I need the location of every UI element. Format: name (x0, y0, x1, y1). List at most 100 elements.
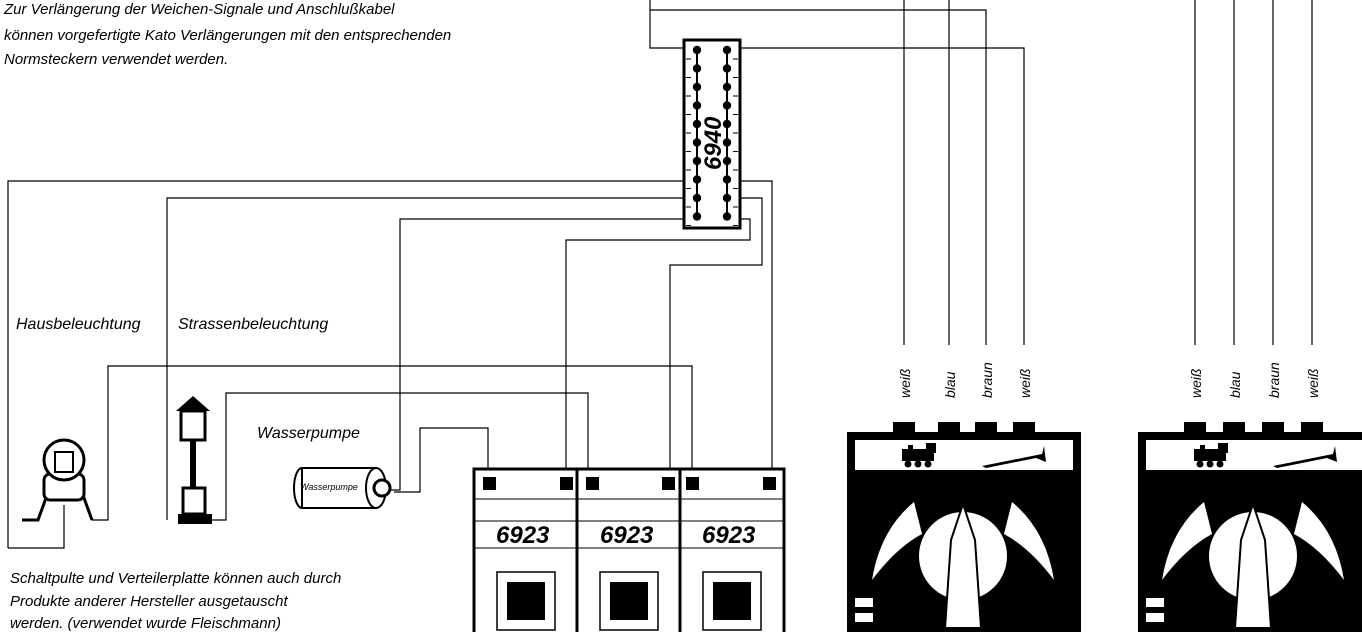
distributor-terminal (722, 138, 732, 147)
street-lamp-pole (190, 440, 196, 488)
house-lamp-window (54, 451, 74, 473)
label-water-pump: Wasserpumpe (257, 425, 360, 442)
panel-2-terminal-left (586, 477, 599, 490)
distributor-terminal (692, 45, 702, 55)
controller-1-indicator-2 (855, 613, 873, 622)
switch-panel-group: 6923 6923 6923 (472, 467, 786, 632)
distributor-terminal (692, 138, 702, 147)
turnout-icon (1273, 446, 1337, 468)
controller-2-wire-label-4: weiß (1305, 368, 1321, 398)
house-lamp (22, 438, 94, 522)
street-lamp (176, 396, 212, 524)
distributor-terminal (722, 101, 732, 110)
distributor-terminal (722, 64, 732, 73)
controller-2-wire-label-3: braun (1266, 362, 1282, 398)
controller-1-terminal-1 (893, 422, 915, 432)
note-top-line-1: Zur Verlängerung der Weichen-Signale und… (3, 1, 395, 18)
note-bottom-line-3: werden. (verwendet wurde Fleischmann) (10, 615, 281, 632)
wire-pump (394, 427, 489, 493)
distributor-terminal (722, 45, 732, 55)
controller-2-indicator-1 (1146, 598, 1164, 607)
controller-1-terminal-2 (938, 422, 960, 432)
wire-top-right (740, 47, 1025, 345)
street-lamp-foot (178, 514, 212, 524)
distributor-terminal (692, 119, 702, 129)
panel-2-button[interactable] (610, 582, 648, 620)
controller-1-arc-right (1004, 502, 1054, 580)
panel-2-number: 6923 (600, 522, 654, 549)
locomotive-icon (902, 443, 936, 468)
distributor-number: 6940 (700, 116, 727, 170)
panel-1-terminal-right (560, 477, 573, 490)
distributor-terminal (692, 175, 702, 184)
turnout-icon (982, 446, 1046, 468)
wire-top-left (649, 0, 684, 49)
pump-connector (372, 478, 392, 498)
distributor-6940: 6940 (682, 38, 742, 230)
distributor-terminal (692, 64, 702, 73)
panel-2-terminal-right (662, 477, 675, 490)
controller-1-terminal-4 (1013, 422, 1035, 432)
distributor-terminal (692, 193, 702, 203)
distributor-terminal (722, 156, 732, 166)
controller-2-indicator-2 (1146, 613, 1164, 622)
distributor-terminal (692, 82, 702, 92)
controller-2-label-strip (1146, 440, 1362, 470)
controller-1-indicator-1 (855, 598, 873, 607)
controller-1-terminal-3 (975, 422, 997, 432)
controller-1-knob-pointer (943, 500, 983, 629)
controller-2-arc-right (1294, 502, 1344, 580)
panel-1-terminal-left (483, 477, 496, 490)
locomotive-icon (1194, 443, 1228, 468)
panel-3-terminal-left (686, 477, 699, 490)
distributor-terminal (722, 193, 732, 203)
distributor-terminal (692, 156, 702, 166)
controller-2-arc-left (1162, 502, 1212, 580)
note-bottom-line-2: Produkte anderer Hersteller ausgetauscht (10, 593, 288, 610)
controller-1 (847, 422, 1081, 632)
distributor-terminal (692, 212, 702, 221)
distributor-terminal (722, 212, 732, 221)
wire-top-inner (650, 9, 987, 345)
controller-1-wire-label-4: weiß (1017, 368, 1033, 398)
controller-2-terminal-4 (1301, 422, 1323, 432)
controller-2-wire-label-2: blau (1227, 371, 1243, 398)
wires (7, 0, 1313, 549)
label-street-lighting: Strassenbeleuchtung (178, 316, 328, 333)
distributor-terminal (722, 82, 732, 92)
controller-1-wire-label-1: weiß (897, 368, 913, 398)
note-top-line-3: Normsteckern verwendet werden. (4, 51, 228, 68)
controller-2-terminal-3 (1262, 422, 1284, 432)
controller-1-label-strip (855, 440, 1073, 470)
wire-labels: weiß blau braun weiß weiß blau braun wei… (897, 362, 1321, 398)
wire-house-bottom (8, 505, 65, 549)
controller-2-terminal-1 (1184, 422, 1206, 432)
street-lamp-head (179, 409, 207, 442)
panel-1-button[interactable] (507, 582, 545, 620)
panel-3-terminal-right (763, 477, 776, 490)
controller-2-wire-label-1: weiß (1188, 368, 1204, 398)
wire-pump-return (380, 218, 751, 491)
controller-1-wire-label-3: braun (979, 362, 995, 398)
street-lamp-roof (176, 396, 210, 411)
wire-house-inner (92, 365, 693, 521)
note-top-line-2: können vorgefertigte Kato Verlängerungen… (4, 27, 451, 44)
distributor-terminal (722, 119, 732, 129)
distributor-terminal (692, 101, 702, 110)
wire-street-inner (212, 392, 589, 521)
street-lamp-box (181, 486, 207, 516)
pump-inner-label: Wasserpumpe (300, 482, 358, 492)
distributor-terminals (686, 45, 738, 226)
controller-2-terminal-2 (1223, 422, 1245, 432)
distributor-terminal (722, 175, 732, 184)
panel-1-number: 6923 (496, 522, 550, 549)
water-pump: Wasserpumpe (293, 467, 392, 509)
controller-2 (1138, 422, 1362, 632)
label-house-lighting: Hausbeleuchtung (16, 316, 141, 333)
note-bottom-line-1: Schaltpulte und Verteilerplatte können a… (10, 570, 341, 587)
controller-1-arc-left (872, 502, 922, 580)
panel-3-button[interactable] (713, 582, 751, 620)
pump-body (301, 467, 377, 509)
wire-street (166, 197, 763, 520)
